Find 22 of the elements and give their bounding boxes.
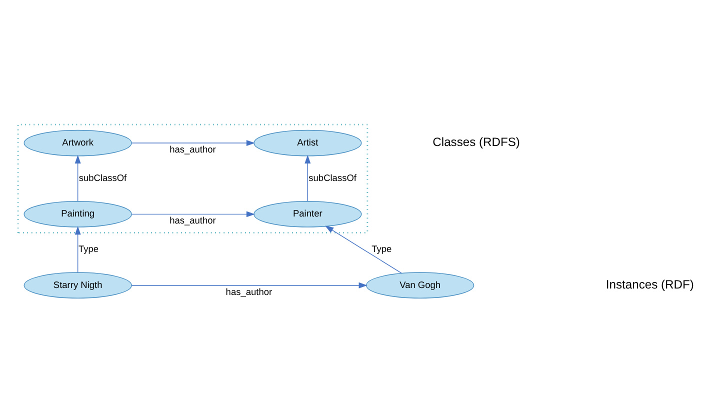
edge-label: Type [78, 244, 99, 254]
edge-label: subClassOf [78, 173, 127, 184]
arrow [304, 154, 311, 202]
arrow [325, 226, 402, 274]
arrow [74, 226, 81, 273]
arrow [131, 282, 368, 288]
arrow [131, 211, 255, 218]
node-ellipse: Van Gogh [366, 272, 474, 298]
edge-label: has_author [226, 286, 272, 297]
node-ellipse: Painter [254, 201, 362, 228]
edge-label: has_author [170, 144, 216, 155]
label: Instances (RDF) [606, 277, 694, 292]
edge-label: subClassOf [308, 173, 356, 184]
edge-label: has_author [170, 216, 216, 226]
node-ellipse: Starry Nigth [24, 272, 132, 298]
edge-label: Type [372, 244, 392, 254]
node-ellipse: Artwork [24, 130, 132, 156]
node-ellipse: Painting [24, 201, 132, 228]
label: Classes (RDFS) [432, 134, 520, 149]
arrow [131, 140, 255, 146]
arrow [74, 154, 81, 202]
node-ellipse: Artist [254, 130, 362, 156]
